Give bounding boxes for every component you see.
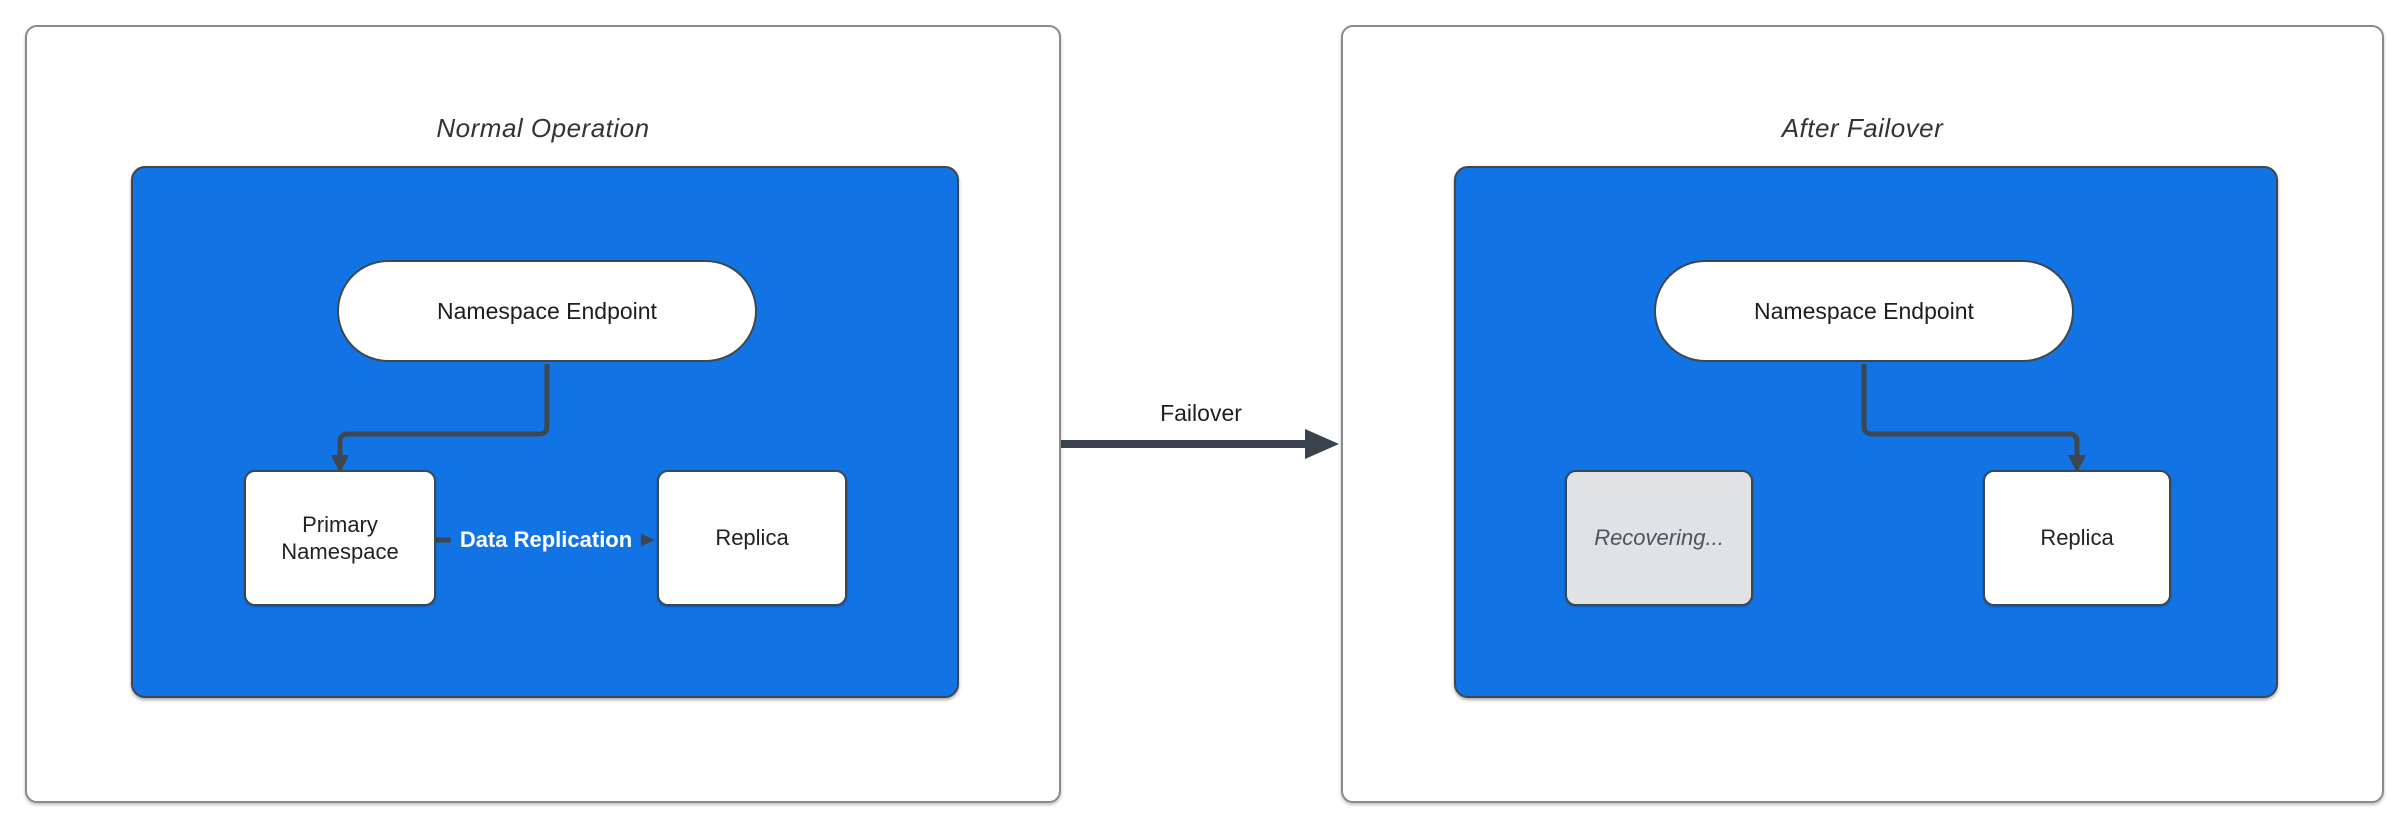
- node-replica-right: Replica: [1983, 470, 2171, 606]
- arrowhead-endpoint-to-primary: [331, 455, 349, 473]
- arrowhead-endpoint-to-replica: [2068, 455, 2086, 473]
- node-namespace-endpoint-left: Namespace Endpoint: [337, 260, 757, 362]
- node-label: Replica: [2040, 525, 2114, 551]
- failover-arrow: [1061, 429, 1339, 459]
- node-replica-left: Replica: [657, 470, 847, 606]
- failover-label: Failover: [1160, 400, 1242, 426]
- cluster-normal-operation: Namespace Endpoint Primary Namespace Rep…: [131, 166, 959, 698]
- edge-label-data-replication: Data Replication: [450, 524, 642, 556]
- node-primary-namespace: Primary Namespace: [244, 470, 436, 606]
- node-recovering: Recovering...: [1565, 470, 1753, 606]
- panel-after-failover: After Failover Namespace Endpoint Recove…: [1341, 25, 2384, 803]
- panel-title-after-failover: After Failover: [1781, 113, 1944, 143]
- node-label: Namespace Endpoint: [437, 297, 657, 324]
- failover-transition: Failover: [1061, 380, 1341, 470]
- node-label: Recovering...: [1594, 525, 1724, 551]
- panel-normal-operation: Normal Operation Namespace Endpoint Prim…: [25, 25, 1061, 803]
- cluster-after-failover: Namespace Endpoint Recovering... Replica: [1454, 166, 2278, 698]
- connector-edges-left: [331, 364, 655, 550]
- panel-title-normal-operation: Normal Operation: [436, 113, 650, 143]
- node-namespace-endpoint-right: Namespace Endpoint: [1654, 260, 2074, 362]
- node-label: Namespace Endpoint: [1754, 297, 1974, 324]
- node-label: Primary Namespace: [281, 511, 399, 565]
- node-label: Replica: [715, 525, 789, 551]
- failover-arrowhead: [1305, 429, 1339, 459]
- connector-edges-right: [1861, 364, 2086, 473]
